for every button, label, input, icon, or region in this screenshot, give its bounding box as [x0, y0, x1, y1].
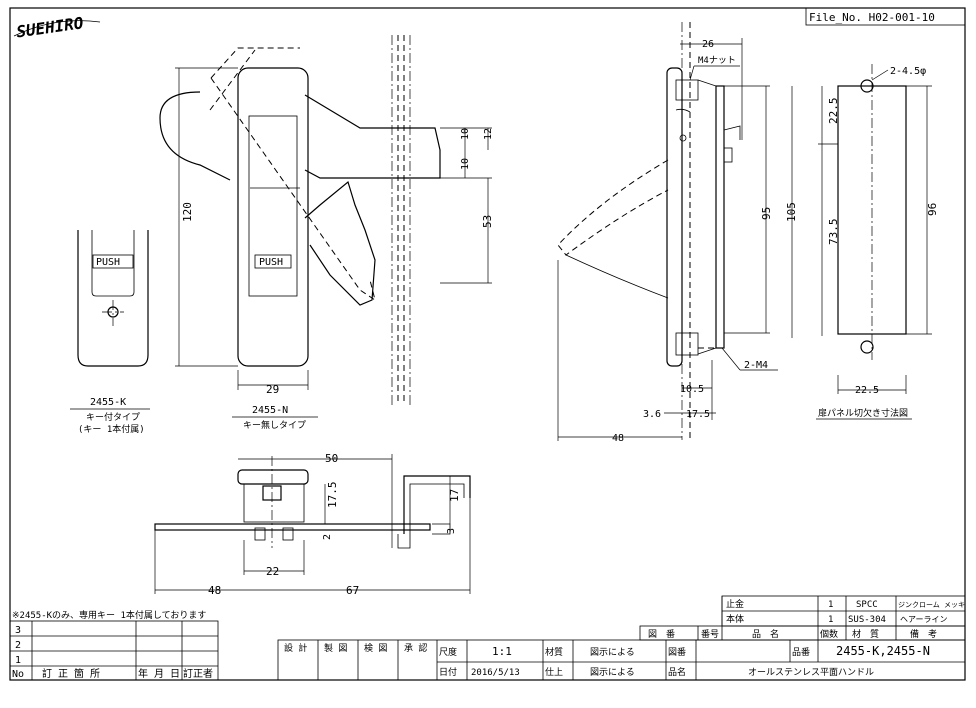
drawing-no-label: 図番 — [668, 646, 686, 658]
model-k-type: キー付タイプ — [86, 412, 140, 423]
parts-header-number: 番号 — [701, 628, 719, 640]
label-m4-nut: M4ナット — [698, 55, 736, 66]
dim-12: 12 — [483, 128, 494, 140]
parts-header-material: 材 質 — [852, 628, 879, 640]
dim-3: 3 — [446, 528, 457, 534]
dim-3-6: 3.6 — [643, 409, 661, 420]
rev-row-1: 1 — [15, 655, 21, 666]
rev-row-3: 3 — [15, 625, 21, 636]
product-name: オールステンレス平面ハンドル — [748, 667, 874, 678]
part-1-remark: ジンクローム メッキ — [898, 601, 965, 609]
product-no-label: 品番 — [792, 646, 810, 658]
view-2455n-front: PUSH 120 29 10 10 12 53 2455-N キー無しタイプ — [159, 35, 494, 431]
rev-row-2: 2 — [15, 640, 21, 651]
revision-block: ※2455-Kのみ、専用キー 1本付属しております 3 2 1 No 訂 正 箇… — [9, 609, 219, 681]
mount-hole-bottom-icon — [860, 340, 874, 354]
model-k-name: 2455-K — [90, 397, 126, 408]
dim-22-5-bottom: 22.5 — [855, 385, 879, 396]
role-drafting: 製 図 — [324, 642, 347, 654]
file-number: File_No. H02-001-10 — [809, 11, 935, 24]
view-plan: 50 17.5 17 2 3 22 48 67 — [154, 452, 471, 597]
rev-header-editor: 訂正者 — [183, 667, 213, 680]
push-label-k: PUSH — [96, 257, 120, 268]
date-label: 日付 — [439, 667, 457, 678]
svg-text:SUEHIRO: SUEHIRO — [15, 13, 85, 41]
file-number-box — [805, 7, 966, 26]
role-approve: 承 認 — [404, 642, 427, 654]
dim-96: 96 — [926, 203, 939, 216]
part-2-remark: ヘアーライン — [900, 615, 948, 624]
dim-2-4-5: 2-4.5φ — [890, 66, 926, 77]
part-2-qty: 1 — [828, 615, 833, 625]
dim-26: 26 — [702, 39, 714, 50]
dim-22: 22 — [266, 565, 279, 578]
key-note: ※2455-Kのみ、専用キー 1本付属しております — [12, 609, 206, 621]
dim-120: 120 — [181, 202, 194, 222]
dim-29: 29 — [266, 383, 279, 396]
role-design: 設 計 — [284, 642, 307, 654]
dim-17: 17 — [448, 489, 461, 502]
model-k-note: (キー 1本付属) — [78, 423, 145, 435]
finish-label: 仕上 — [545, 666, 563, 678]
part-1-material: SPCC — [856, 600, 878, 610]
part-2-material: SUS-304 — [848, 615, 886, 625]
date-value: 2016/5/13 — [471, 668, 520, 678]
part-2-label: 本体 — [726, 613, 744, 625]
rev-header-no: No — [12, 669, 24, 680]
part-1-qty: 1 — [828, 600, 833, 610]
cutout-caption: 扉パネル切欠き寸法図 — [818, 407, 908, 419]
dim-48-plan: 48 — [208, 584, 221, 597]
dim-17-5-plan: 17.5 — [326, 482, 339, 509]
push-label-n: PUSH — [259, 257, 283, 268]
product-label: 品名 — [668, 666, 686, 678]
view-panel-cutout: 2-4.5φ 22.5 73.5 96 22.5 扉パネル切欠き寸法図 — [816, 64, 939, 420]
parts-header-drawing: 図 番 — [648, 628, 675, 640]
dim-50: 50 — [325, 452, 338, 465]
scale-value: 1:1 — [492, 645, 512, 658]
dim-73-5: 73.5 — [827, 219, 840, 246]
dim-95: 95 — [760, 207, 773, 220]
model-n-type: キー無しタイプ — [243, 419, 306, 431]
dim-10a: 10 — [460, 128, 471, 140]
label-2-m4: 2-M4 — [744, 360, 768, 371]
rev-header-date: 年 月 日 — [138, 667, 180, 680]
suehiro-logo: SUEHIRO — [13, 13, 101, 41]
dim-2: 2 — [322, 534, 333, 540]
rev-header-location: 訂 正 箇 所 — [42, 667, 100, 680]
dim-48-side: 48 — [612, 433, 624, 444]
part-1-label: 止金 — [726, 598, 744, 610]
product-no: 2455-K,2455-N — [836, 644, 930, 658]
mount-hole-top-icon — [860, 79, 874, 93]
view-2455k-front: PUSH 2455-K キー付タイプ (キー 1本付属) — [70, 230, 150, 435]
finish-value: 図示による — [590, 667, 635, 678]
dim-105: 105 — [785, 202, 798, 222]
dim-17-5-side: 17.5 — [686, 409, 710, 420]
scale-label: 尺度 — [439, 646, 457, 658]
title-block: 設 計 製 図 検 図 承 認 尺度 1:1 材質 図示による 図番 品番 24… — [277, 639, 966, 681]
material-value: 図示による — [590, 647, 635, 658]
parts-header-qty: 個数 — [820, 628, 838, 640]
dim-67: 67 — [346, 584, 359, 597]
material-label: 材質 — [545, 646, 563, 658]
dim-10b: 10 — [460, 158, 471, 170]
dim-10-5: 10.5 — [680, 384, 704, 395]
dim-53: 53 — [481, 215, 494, 228]
parts-list: 止金 1 SPCC ジンクローム メッキ 本体 1 SUS-304 ヘアーライン… — [639, 595, 966, 641]
model-n-name: 2455-N — [252, 405, 288, 416]
parts-header-name: 品 名 — [752, 628, 779, 640]
view-side: 26 M4ナット 95 105 2-M4 10.5 3.6 17.5 48 — [557, 22, 798, 444]
dim-22-5-top: 22.5 — [827, 98, 840, 125]
parts-header-remark: 備 考 — [910, 628, 937, 640]
role-check: 検 図 — [364, 642, 387, 654]
